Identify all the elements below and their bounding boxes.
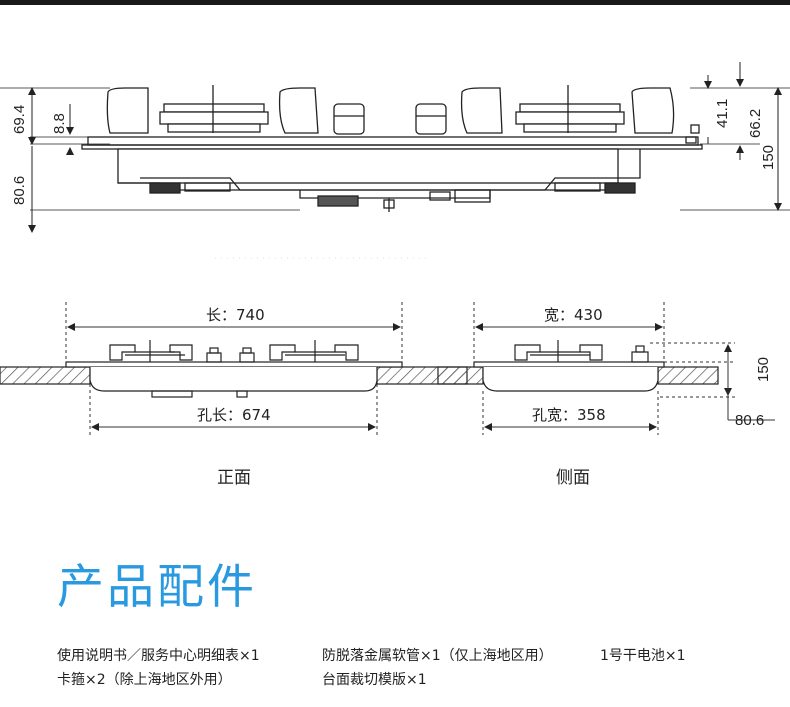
front-hole-label: 孔长：674 — [197, 406, 271, 424]
front-view-caption: 正面 — [217, 468, 251, 488]
accessory-item-manual: 使用说明书／服务中心明细表×1 — [57, 648, 260, 664]
front-length-label: 长：740 — [206, 306, 265, 324]
side-view-drawing — [437, 340, 719, 392]
side-view-dimensions — [473, 302, 775, 435]
dim-left-small: 8.8 — [51, 113, 68, 134]
elevation-dimensions — [0, 62, 790, 233]
accessory-item-battery: 1号干电池×1 — [600, 648, 686, 664]
side-view-caption: 侧面 — [556, 468, 590, 488]
side-hole-label: 孔宽：358 — [532, 406, 606, 424]
dim-right-mid: 66.2 — [747, 109, 764, 138]
side-depth-label: 80.6 — [735, 412, 764, 429]
dim-right-total: 150 — [760, 145, 777, 170]
side-width-label: 宽：430 — [544, 306, 603, 324]
accessory-item-template: 台面裁切模版×1 — [322, 672, 427, 688]
front-view-drawing — [0, 340, 468, 398]
side-height-label: 150 — [755, 357, 772, 382]
top-dark-bar — [0, 0, 790, 5]
technical-drawing: 69.4 8.8 80.6 41.1 66.2 150 长：740 — [0, 62, 790, 435]
accessories-title: 产品配件 — [57, 560, 257, 615]
elevation-drawing — [81, 85, 703, 212]
dim-right-small: 41.1 — [714, 99, 731, 128]
dim-left-lower: 80.6 — [11, 176, 28, 205]
accessory-item-hose: 防脱落金属软管×1（仅上海地区用） — [322, 648, 553, 664]
front-view-dimensions — [65, 302, 403, 435]
accessory-item-clamp: 卡箍×2（除上海地区外用） — [57, 672, 232, 688]
dim-left-upper: 69.4 — [11, 105, 28, 134]
